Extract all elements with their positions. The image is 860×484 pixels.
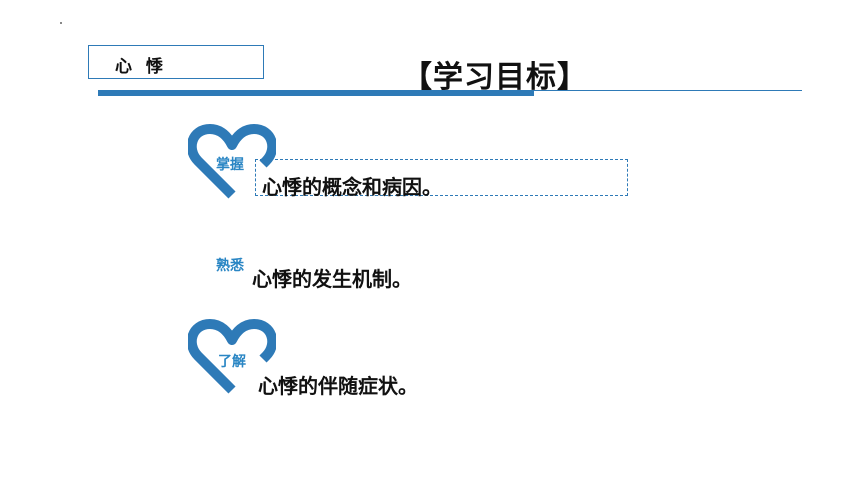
goal-level-badge: 熟悉 bbox=[216, 258, 244, 274]
goal-text: 心悸的概念和病因。 bbox=[262, 175, 442, 199]
topic-box: 心 悸 bbox=[88, 45, 264, 79]
title-underline-thick bbox=[98, 90, 534, 96]
goal-text: 心悸的发生机制。 bbox=[252, 267, 412, 291]
goal-highlight-box bbox=[255, 159, 628, 196]
goal-text: 心悸的伴随症状。 bbox=[258, 374, 418, 398]
topic-label: 心 悸 bbox=[115, 57, 167, 77]
title-underline-thin bbox=[534, 90, 802, 91]
decorative-dot bbox=[60, 22, 62, 24]
heart-outline-icon bbox=[188, 319, 276, 394]
heart-outline-icon bbox=[188, 124, 276, 199]
goal-level-badge: 掌握 bbox=[216, 157, 244, 173]
goal-level-badge: 了解 bbox=[218, 354, 246, 370]
page-title: 【学习目标】 bbox=[402, 60, 588, 95]
